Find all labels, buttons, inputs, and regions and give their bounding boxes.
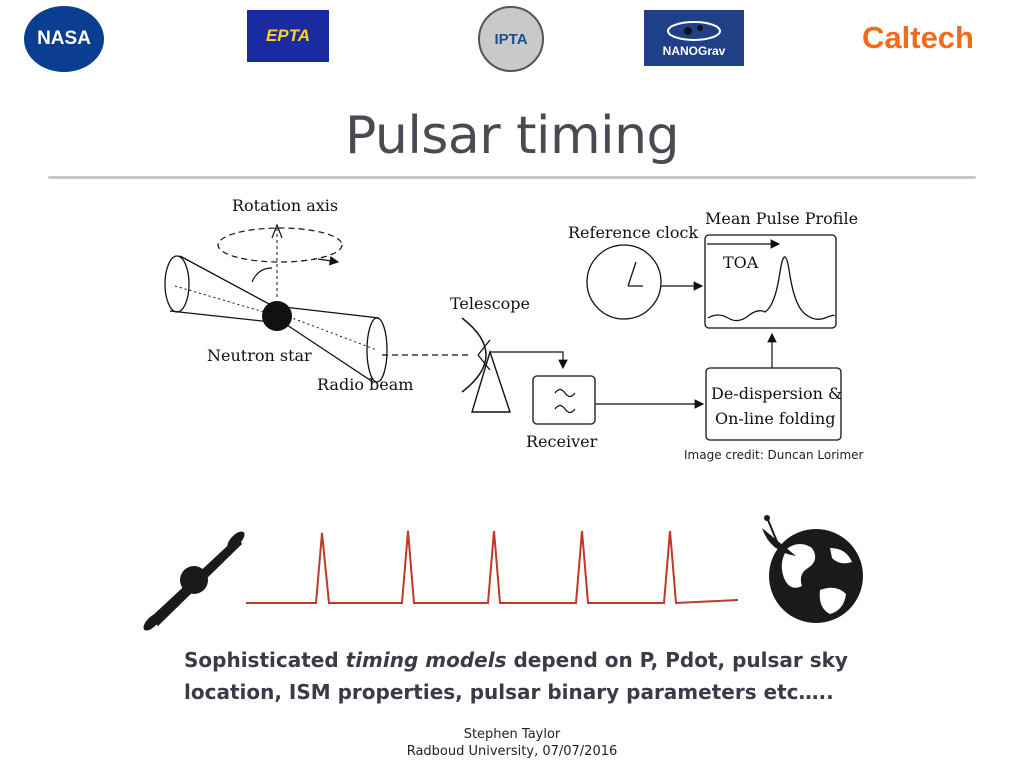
telescope-to-receiver-arrow xyxy=(490,351,568,370)
receiver-label: Receiver xyxy=(526,432,598,451)
reference-clock-label: Reference clock xyxy=(568,223,699,242)
caltech-logo-text: Caltech xyxy=(862,20,974,55)
caption-line1-pre: Sophisticated xyxy=(184,648,346,672)
caption-line-1: Sophisticated timing models depend on P,… xyxy=(184,645,884,676)
receiver-box xyxy=(532,375,596,425)
image-credit: Image credit: Duncan Lorimer xyxy=(684,448,864,462)
dedispersion-label-line1: De-dispersion & xyxy=(711,384,842,403)
pulsar-icon xyxy=(143,531,245,631)
nanograv-logo-text: NANOGrav xyxy=(662,44,726,58)
clock-hands xyxy=(627,261,643,287)
caption-line-2: location, ISM properties, pulsar binary … xyxy=(184,680,834,704)
neutron-star-icon xyxy=(262,301,292,331)
dedispersion-box xyxy=(705,367,842,441)
axis-curve xyxy=(251,267,273,283)
epta-logo: EPTA xyxy=(247,10,329,62)
nanograv-orbit-icon xyxy=(667,21,721,41)
pulse-profile-curve xyxy=(707,256,835,322)
reference-clock-icon xyxy=(586,244,662,320)
radio-beam-label: Radio beam xyxy=(317,375,413,394)
footer-affiliation: Radboud University, 07/07/2016 xyxy=(406,744,618,759)
right-beam-cone xyxy=(283,306,388,383)
page-title: Pulsar timing xyxy=(344,106,680,166)
left-beam-cone xyxy=(164,255,272,323)
caltech-logo: Caltech xyxy=(862,20,984,56)
rotation-arrow xyxy=(317,256,340,266)
toa-label: TOA xyxy=(723,253,759,272)
pulse-profile-box xyxy=(704,234,837,329)
caption-line1-emphasis: timing models xyxy=(345,648,507,672)
pulse-train xyxy=(246,530,739,605)
rotation-ellipse xyxy=(217,227,343,263)
footer-author: Stephen Taylor xyxy=(463,727,561,742)
ipta-logo-text: IPTA xyxy=(494,30,528,48)
satellite-dish-icon xyxy=(762,515,796,556)
neutron-star-label: Neutron star xyxy=(207,346,312,365)
rotation-axis-label: Rotation axis xyxy=(232,196,338,215)
rotation-axis-arrowhead xyxy=(271,223,283,239)
nanograv-logo: NANOGrav xyxy=(644,10,744,66)
nasa-logo-text: NASA xyxy=(37,28,91,49)
earth-icon xyxy=(769,529,863,623)
telescope-icon xyxy=(461,317,511,413)
mean-pulse-profile-label: Mean Pulse Profile xyxy=(705,209,858,228)
caption-line1-post: depend on P, Pdot, pulsar sky xyxy=(506,648,848,672)
epta-logo-text: EPTA xyxy=(265,26,311,45)
telescope-label: Telescope xyxy=(450,294,530,313)
receiver-wave-icon xyxy=(554,388,576,414)
dedispersion-label-line2: On-line folding xyxy=(715,409,836,428)
title-divider xyxy=(48,176,976,179)
nasa-logo: NASA xyxy=(24,6,104,72)
ipta-logo: IPTA xyxy=(478,6,544,72)
